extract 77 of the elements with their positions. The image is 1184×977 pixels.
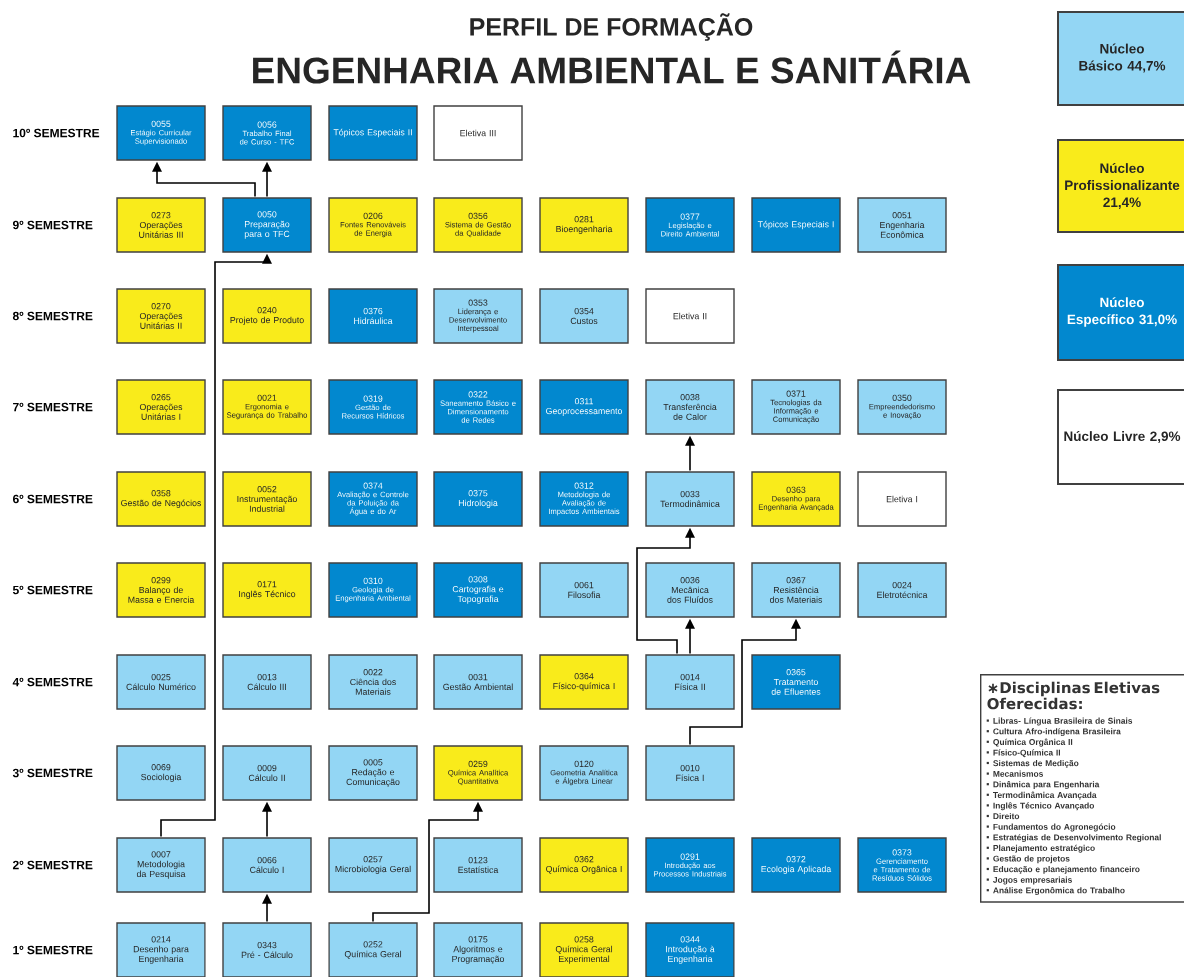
course-box: 0005 Redação e Comunicação [328, 745, 418, 801]
course-box: 0009 Cálculo II [222, 745, 312, 801]
course-box: 0051 Engenharia Econômica [857, 197, 947, 253]
course-box: 0308 Cartografia e Topografia [433, 562, 523, 618]
semester-label: 2º SEMESTRE [12, 860, 93, 870]
course-box: 0014 Física II [645, 654, 735, 710]
course-box: Eletiva III [433, 105, 523, 161]
course-box: 0024 Eletrotécnica [857, 562, 947, 618]
arrow [689, 618, 801, 746]
course-box: 0069 Sociologia [116, 745, 206, 801]
semester-label: 1º SEMESTRE [13, 945, 93, 955]
course-box: 0299 Balanço de Massa e Enercia [116, 562, 206, 618]
course-box: 0376 Hidráulica [328, 288, 418, 344]
semester-label: 9º SEMESTRE [12, 220, 93, 230]
course-box: 0061 Filosofia [539, 562, 629, 618]
course-box: 0375 Hidrologia [433, 471, 523, 527]
course-box: 0240 Projeto de Produto [222, 288, 312, 344]
course-box: 0010 Física I [645, 745, 735, 801]
course-box: 0033 Termodinâmica [645, 471, 735, 527]
arrow [262, 801, 272, 838]
course-box: 0013 Cálculo III [222, 654, 312, 710]
arrow [262, 161, 272, 198]
semester-label: 3º SEMESTRE [12, 768, 93, 778]
course-box: 0214 Desenho para Engenharia [116, 922, 206, 977]
course-box: Tópicos Especiais II [328, 105, 418, 161]
semester-label: 8º SEMESTRE [12, 311, 93, 321]
semester-label: 5º SEMESTRE [12, 585, 93, 595]
legend-label: Núcleo Livre 2,9% [1064, 431, 1181, 443]
course-box: 0022 Ciência dos Materiais [328, 654, 418, 710]
course-box: Tópicos Especiais I [751, 197, 841, 253]
course-box: 0252 Química Geral [328, 922, 418, 977]
arrow [636, 527, 695, 655]
course-box: 0007 Metodologia da Pesquisa [116, 837, 206, 893]
course-box: 0031 Gestão Ambiental [433, 654, 523, 710]
title: ENGENHARIA AMBIENTAL E SANITÁRIA [253, 50, 971, 84]
course-box: 0365 Tratamento de Efluentes [751, 654, 841, 710]
course-box: 0354 Custos [539, 288, 629, 344]
course-box: 0258 Química Geral Experimental [539, 922, 629, 977]
course-box: 0066 Cálculo I [222, 837, 312, 893]
course-box: 0273 Operações Unitárias III [116, 197, 206, 253]
arrow [160, 253, 272, 838]
electives-panel: ∗Disciplinas Eletivas Oferecidas: Libras- Língua Brasileira de Sinais Cultura Afro-indígena Brasileira Química Orgânica II Físico-Química II Sistemas de Medição Mecanismos Dinâmica para Engenharia Termodinâmica Avançada Inglês Técnico Avançado Direito Fundamentos do Agronegócio Estratégias de Desenvolvimento Regional Planejamento estratégico Gestão de projetos Educação e planejamento financeiro Jogos empresariais Análise Ergonômica do Trabalho [980, 674, 1184, 903]
course-box: 0050 Preparação para o TFC [222, 197, 312, 253]
arrow [262, 893, 272, 923]
course-box: 0367 Resistência dos Materiais [751, 562, 841, 618]
course-box: Eletiva II [645, 288, 735, 344]
subtitle: PERFIL DE FORMAÇÃO [470, 13, 753, 41]
course-box: 0123 Estatística [433, 837, 523, 893]
course-box: Eletiva I [857, 471, 947, 527]
course-box: 0171 Inglês Técnico [222, 562, 312, 618]
course-box: 0025 Cálculo Numérico [116, 654, 206, 710]
course-box: 0036 Mecânica dos Fluídos [645, 562, 735, 618]
course-box: 0372 Ecologia Aplicada [751, 837, 841, 893]
semester-label: 4º SEMESTRE [12, 677, 93, 687]
arrow [152, 161, 256, 198]
course-box: 0052 Instrumentação Industrial [222, 471, 312, 527]
course-box: 0265 Operações Unitárias I [116, 379, 206, 435]
semester-label: 7º SEMESTRE [13, 402, 93, 412]
course-box: 0344 Introdução à Engenharia [645, 922, 735, 977]
course-box: 0362 Química Orgânica I [539, 837, 629, 893]
course-box: 0038 Transferência de Calor [645, 379, 735, 435]
course-box: 0270 Operações Unitárias II [116, 288, 206, 344]
legend-label: Núcleo Básico 44,7% [1079, 43, 1166, 73]
legend-label: Núcleo Profissionalizante 21,4% [1065, 163, 1180, 209]
semester-label: 6º SEMESTRE [13, 494, 93, 504]
legend-label: Núcleo Específico 31,0% [1067, 297, 1177, 327]
course-box: 0311 Geoprocessamento [539, 379, 629, 435]
arrow [372, 801, 483, 923]
course-box: 0343 Pré - Cálculo [222, 922, 312, 977]
course-box: 0257 Microbiologia Geral [328, 837, 418, 893]
course-box: 0175 Algoritmos e Programação [433, 922, 523, 977]
course-box: 0364 Físico-química I [539, 654, 629, 710]
course-box: 0281 Bioengenharia [539, 197, 629, 253]
arrow [685, 618, 695, 655]
arrow [685, 435, 695, 472]
semester-label: 10º SEMESTRE [13, 128, 100, 138]
course-box: 0358 Gestão de Negócios [116, 471, 206, 527]
